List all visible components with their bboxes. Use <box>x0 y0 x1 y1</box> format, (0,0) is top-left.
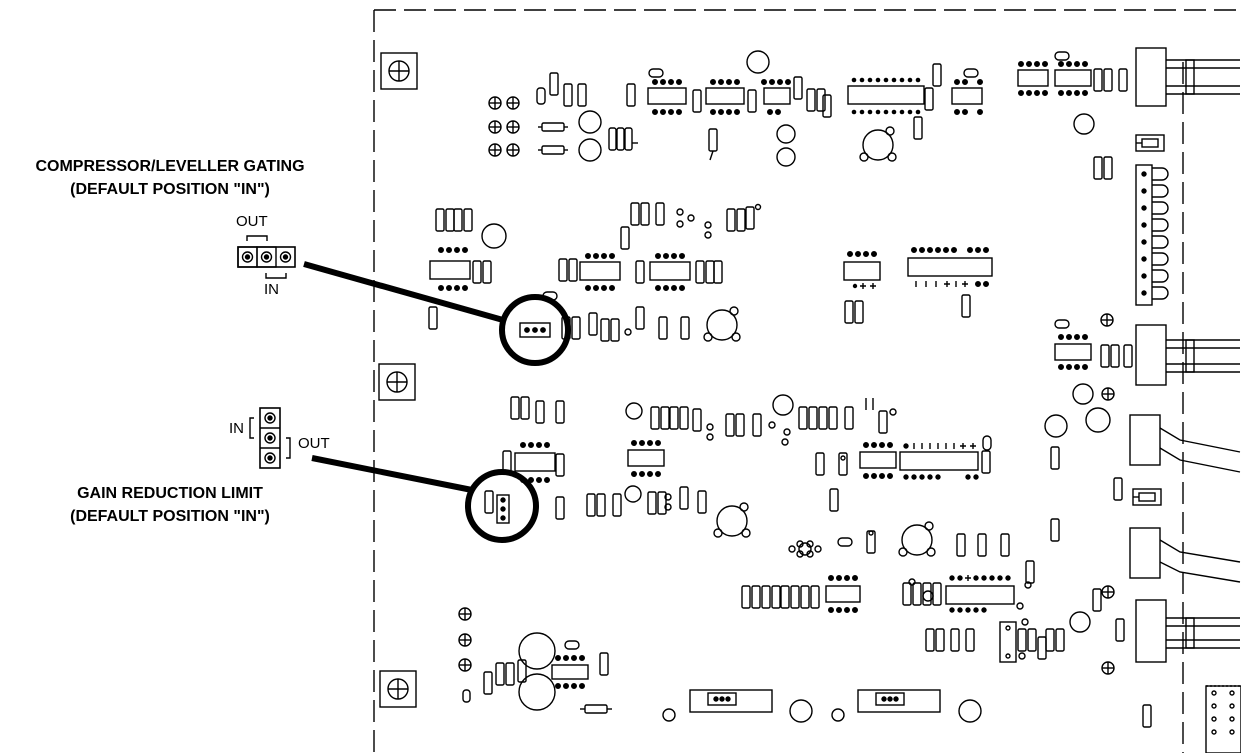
compressor-jumper-out-label: OUT <box>236 213 268 230</box>
gain-jumper-in-label: IN <box>229 420 244 437</box>
gain-reduction-default: (DEFAULT POSITION "IN") <box>70 508 270 525</box>
compressor-gating-title: COMPRESSOR/LEVELLER GATING <box>35 158 305 175</box>
gain-jumper-out-label: OUT <box>298 435 330 452</box>
compressor-jumper-in-label: IN <box>264 281 279 298</box>
gain-reduction-title: GAIN REDUCTION LIMIT <box>77 485 263 502</box>
compressor-gating-default: (DEFAULT POSITION "IN") <box>70 181 270 198</box>
